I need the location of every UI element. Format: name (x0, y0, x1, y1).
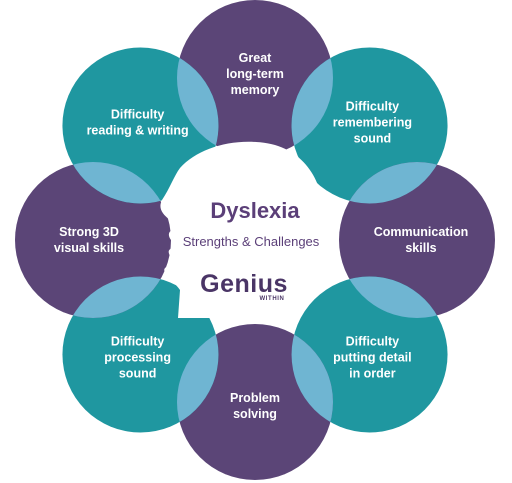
logo-sub-text: WITHIN (260, 296, 285, 302)
petal-overlap (62, 276, 171, 318)
petal-label-left: Strong 3D visual skills (54, 225, 124, 255)
petal-label-line: sound (354, 132, 392, 146)
petal-label-line: Communication (374, 225, 468, 239)
petal-overlaps (62, 47, 448, 433)
petal-label-line: Difficulty (111, 108, 165, 122)
diagram-title: Dyslexia (210, 198, 300, 223)
petal-label-line: Difficulty (346, 100, 400, 114)
petal-label-line: processing (104, 350, 171, 364)
petal-label-top: Great long-term memory (226, 51, 284, 97)
petal-label-line: visual skills (54, 241, 124, 255)
petal-label-line: reading & writing (87, 124, 189, 138)
petal-label-bottom: Problem solving (230, 391, 280, 421)
petal-label-line: Strong 3D (59, 225, 119, 239)
petal-overlap (62, 162, 171, 204)
petal-label-line: sound (119, 366, 157, 380)
petal-label-bottom-right: Difficulty putting detail in order (333, 334, 411, 380)
petal-label-bottom-left: Difficulty processing sound (104, 334, 171, 380)
petal-label-line: solving (233, 407, 277, 421)
petal-overlap (339, 276, 448, 318)
petal-label-line: long-term (226, 67, 284, 81)
petal-overlap (177, 47, 219, 156)
petal-overlap (339, 162, 448, 204)
petal-label-top-left: Difficulty reading & writing (87, 108, 189, 138)
petal-label-line: Problem (230, 391, 280, 405)
petal-label-line: memory (231, 83, 280, 97)
petal-label-line: Great (239, 51, 272, 65)
petal-label-line: in order (349, 366, 396, 380)
petal-overlap (291, 47, 333, 156)
petal-label-line: remembering (333, 116, 412, 130)
diagram-subtitle: Strengths & Challenges (183, 234, 320, 249)
petal-label-line: skills (405, 241, 436, 255)
petal-label-line: Difficulty (346, 334, 400, 348)
petal-label-line: Difficulty (111, 334, 165, 348)
petal-label-line: putting detail (333, 350, 411, 364)
logo-main-text: Genius (200, 270, 288, 298)
head-silhouette-icon (160, 141, 325, 318)
petal-label-top-right: Difficulty remembering sound (333, 100, 412, 146)
petal-overlap (291, 324, 333, 433)
genius-within-logo: Genius WITHIN (200, 270, 288, 302)
petal-overlap (177, 324, 219, 433)
petal-label-right: Communication skills (374, 225, 468, 255)
